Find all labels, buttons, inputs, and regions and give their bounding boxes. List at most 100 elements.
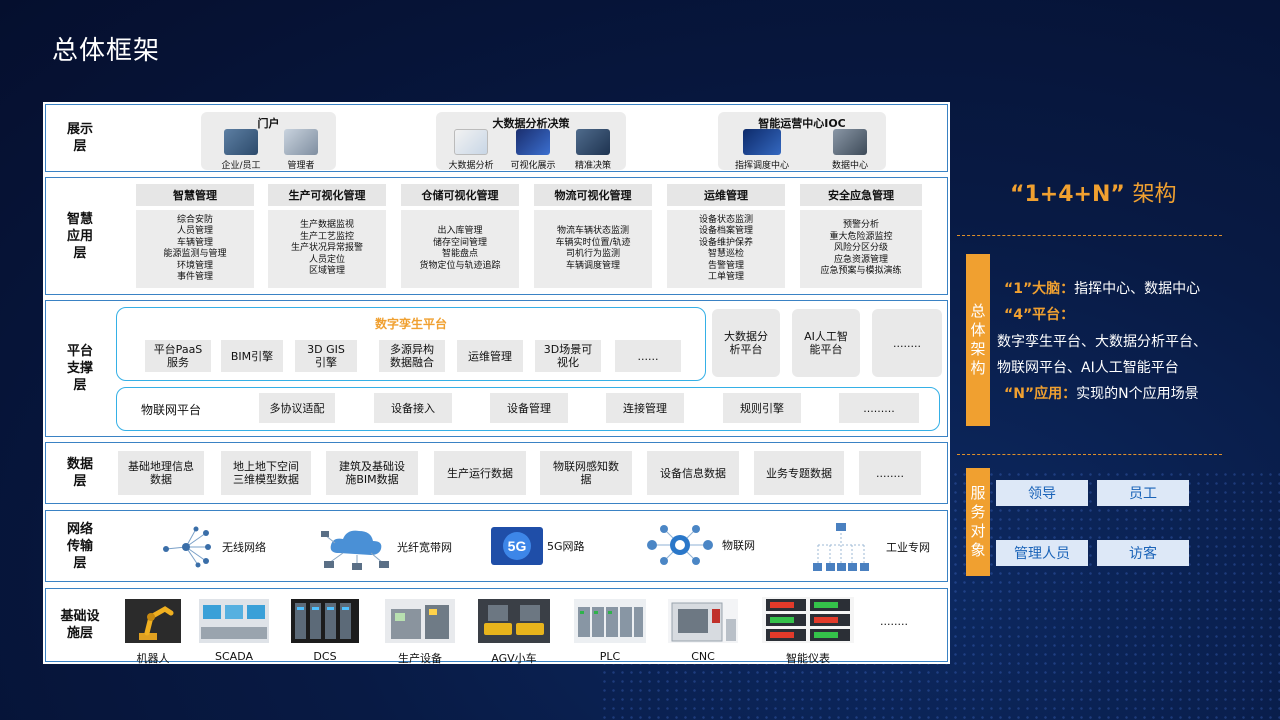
infra-item-smart-meter: 智能仪表: [760, 597, 856, 666]
dcs-cabinet-icon: [291, 599, 359, 643]
network-item-iot: 物联网: [642, 523, 755, 567]
ai-platform: AI人工智 能平台: [792, 309, 860, 377]
iot-item-more: .........: [839, 393, 919, 423]
twin-item-3dgis: 3D GIS 引擎: [295, 340, 357, 372]
layer-label-infrastructure: 基础设 施层: [60, 609, 100, 641]
column-title: 运维管理: [667, 184, 785, 206]
twin-item-bim-engine: BIM引擎: [221, 340, 283, 372]
network-item-wireless: 无线网络: [156, 525, 266, 569]
layer-label-data: 数据 层: [66, 457, 93, 489]
5g-network-icon: 5G: [491, 527, 543, 565]
data-item-3d-model: 地上地下空间 三维模型数据: [221, 451, 311, 495]
formula-number: “1+4+N”: [1010, 182, 1125, 207]
infra-item-production-equipment: 生产设备: [384, 599, 456, 666]
twin-item-3d-scene: 3D场景可 视化: [535, 340, 601, 372]
column-items: 生产数据监视生产工艺监控生产状况异常报警人员定位区域管理: [268, 210, 386, 288]
desc-line-platform-list-1: 数字孪生平台、大数据分析平台、: [997, 334, 1207, 350]
divider-top: [957, 235, 1222, 236]
app-column-operations: 运维管理 设备状态监测设备档案管理设备维护保养智慧巡检告警管理工单管理: [667, 184, 785, 288]
digital-twin-title: 数字孪生平台: [374, 317, 447, 331]
iot-item-device-mgmt: 设备管理: [490, 393, 568, 423]
iot-item-access: 设备接入: [374, 393, 452, 423]
data-item-geo: 基础地理信息 数据: [118, 451, 204, 495]
iot-network-icon: [647, 525, 713, 565]
column-items: 预警分析重大危险源监控风险分区分级应急资源管理应急预案与模拟演练: [800, 210, 922, 288]
desc-line-platform-title: “4”平台：: [1004, 307, 1075, 323]
iot-item-protocol: 多协议适配: [259, 393, 335, 423]
column-title: 生产可视化管理: [268, 184, 386, 206]
ioc-item-command: 指挥调度中心: [726, 129, 798, 171]
server-room-icon: [833, 129, 867, 155]
ioc-item-datacenter: 数据中心: [822, 129, 878, 171]
portal-item-manager: 管理者: [279, 129, 323, 171]
architecture-formula: “1+4+N” 架构: [1010, 176, 1177, 208]
infra-item-plc: PLC: [572, 599, 648, 663]
column-title: 物流可视化管理: [534, 184, 652, 206]
column-items: 出入库管理储存空间管理智能盘点货物定位与轨迹追踪: [401, 210, 519, 288]
architecture-diagram: 展示 层 门户 企业/员工 管理者 大数据分析决策 大数据分析 可视化展示: [43, 102, 950, 665]
network-item-industrial: 工业专网: [808, 521, 930, 573]
infra-item-cnc: CNC: [666, 599, 740, 663]
plc-module-icon: [574, 599, 646, 643]
desc-line-brain: “1”大脑：指挥中心、数据中心: [1004, 281, 1201, 297]
network-item-fiber: 光纤宽带网: [321, 523, 452, 571]
twin-item-paas: 平台PaaS 服务: [145, 340, 211, 372]
desc-line-applications: “N”应用：实现的N个应用场景: [1004, 386, 1199, 402]
data-item-device-info: 设备信息数据: [647, 451, 739, 495]
column-items: 设备状态监测设备档案管理设备维护保养智慧巡检告警管理工单管理: [667, 210, 785, 288]
service-employee: 员工: [1097, 480, 1189, 506]
data-item-business: 业务专题数据: [754, 451, 844, 495]
layer-label-network: 网络 传输 层: [66, 521, 93, 571]
dashboard-screen-icon: [516, 129, 550, 155]
display-layer: 展示 层 门户 企业/员工 管理者 大数据分析决策 大数据分析 可视化展示: [45, 104, 948, 172]
infra-more: ........: [880, 615, 908, 628]
twin-item-ops: 运维管理: [457, 340, 523, 372]
iot-item-connection: 连接管理: [606, 393, 684, 423]
app-column-logistics: 物流可视化管理 物流车辆状态监测车辆实时位置/轨迹司机行为监测车辆调度管理: [534, 184, 652, 288]
cnc-machine-icon: [668, 599, 738, 643]
network-item-5g: 5G 5G网路: [489, 523, 585, 569]
service-visitor: 访客: [1097, 540, 1189, 566]
desc-line-platform-list-2: 物联网平台、AI人工智能平台: [997, 360, 1179, 376]
agv-cart-icon: [478, 599, 550, 643]
digital-twin-platform: 数字孪生平台 平台PaaS 服务 BIM引擎 3D GIS 引擎 多源异构 数据…: [116, 307, 706, 381]
layer-label-application: 智慧 应用 层: [66, 211, 93, 261]
twin-item-more: ......: [615, 340, 681, 372]
column-title: 安全应急管理: [800, 184, 922, 206]
chart-paper-icon: [454, 129, 488, 155]
service-target-bar: 服 务 对 象: [966, 468, 990, 576]
group-ioc: 智能运营中心IOC 指挥调度中心 数据中心: [718, 112, 886, 171]
infra-item-scada: SCADA: [196, 599, 272, 663]
infrastructure-layer: 基础设 施层 机器人 SCADA DCS: [45, 588, 948, 665]
column-items: 综合安防人员管理车辆管理能源监测与管理环境管理事件管理: [136, 210, 254, 288]
column-title: 仓储可视化管理: [401, 184, 519, 206]
group-portal: 门户 企业/员工 管理者: [201, 112, 336, 171]
platform-more: ........: [872, 309, 942, 377]
industrial-network-icon: [813, 523, 869, 571]
divider-bottom: [957, 454, 1222, 455]
portal-item-staff: 企业/员工: [219, 129, 263, 171]
group-title: 门户: [257, 117, 280, 130]
overall-architecture-bar: 总 体 架 构: [966, 254, 990, 426]
iot-platform-title: 物联网平台: [141, 403, 202, 417]
layer-label-platform: 平台 支撑 层: [66, 344, 93, 393]
app-column-production: 生产可视化管理 生产数据监视生产工艺监控生产状况异常报警人员定位区域管理: [268, 184, 386, 288]
column-items: 物流车辆状态监测车辆实时位置/轨迹司机行为监测车辆调度管理: [534, 210, 652, 288]
infra-item-robot: 机器人: [120, 599, 186, 666]
service-leader: 领导: [996, 480, 1088, 506]
platform-layer: 平台 支撑 层 数字孪生平台 平台PaaS 服务 BIM引擎 3D GIS 引擎…: [45, 300, 948, 437]
application-layer: 智慧 应用 层 智慧管理 综合安防人员管理车辆管理能源监测与管理环境管理事件管理…: [45, 177, 948, 295]
layer-label-display: 展示 层: [66, 122, 93, 154]
svg-text:5G: 5G: [508, 538, 527, 554]
group-title: 智能运营中心IOC: [758, 117, 846, 130]
data-item-bim: 建筑及基础设 施BIM数据: [326, 451, 418, 495]
app-column-smart-management: 智慧管理 综合安防人员管理车辆管理能源监测与管理环境管理事件管理: [136, 184, 254, 288]
iot-item-rule-engine: 规则引擎: [723, 393, 801, 423]
infra-item-agv: AGV小车: [476, 599, 552, 666]
staff-image-icon: [224, 129, 258, 155]
bigdata-platform: 大数据分 析平台: [712, 309, 780, 377]
decision-item-precise: 精准决策: [564, 129, 622, 171]
data-layer: 数据 层 基础地理信息 数据 地上地下空间 三维模型数据 建筑及基础设 施BIM…: [45, 442, 948, 504]
app-column-safety: 安全应急管理 预警分析重大危险源监控风险分区分级应急资源管理应急预案与模拟演练: [800, 184, 922, 288]
page-title: 总体框架: [52, 36, 161, 66]
